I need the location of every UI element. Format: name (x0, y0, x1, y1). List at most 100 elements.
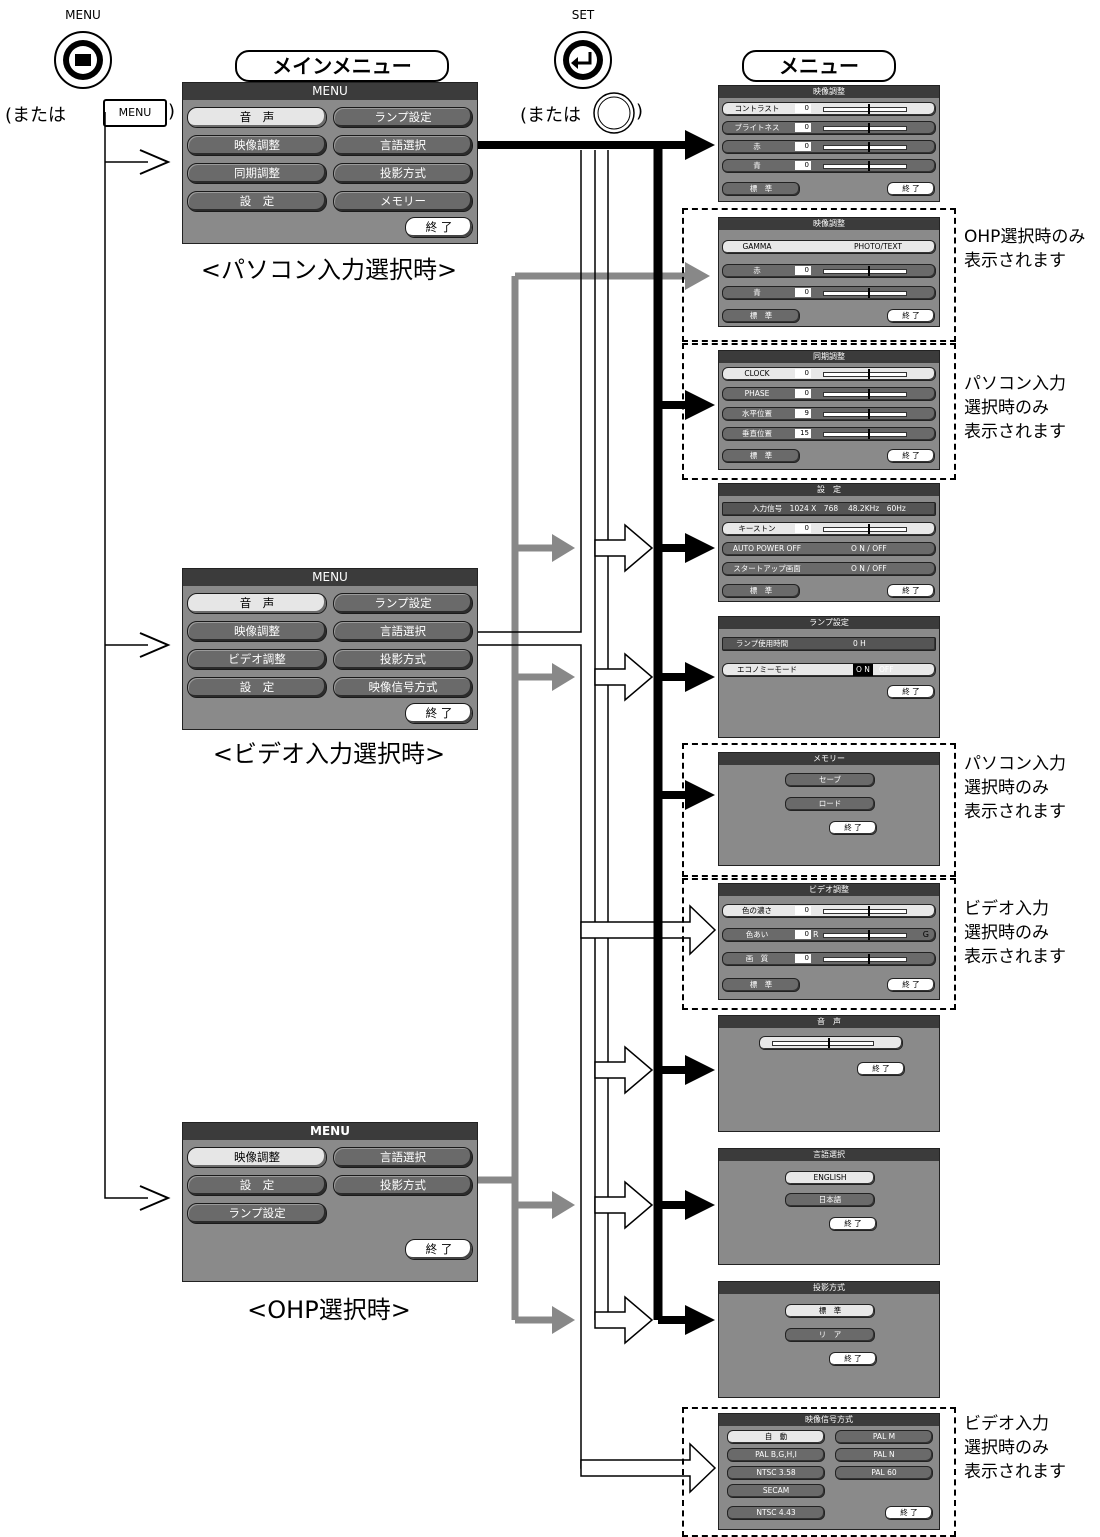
set-button-icon (554, 31, 612, 89)
reset-button[interactable]: 標 準 (722, 449, 800, 463)
end-button[interactable]: 終 了 (405, 703, 473, 724)
menu-item[interactable]: 言語選択 (333, 621, 473, 642)
menu-item[interactable]: 投影方式 (333, 1175, 473, 1196)
end-button[interactable]: 終 了 (857, 1062, 905, 1076)
slider-thumb[interactable] (868, 123, 870, 133)
menu-item[interactable]: 投影方式 (333, 163, 473, 184)
projection-option[interactable]: 標 準 (785, 1304, 875, 1318)
menu-item[interactable]: ビデオ調整 (187, 649, 327, 670)
signal-option[interactable]: PAL N (835, 1448, 933, 1462)
menu-item[interactable]: 映像調整 (187, 1147, 327, 1168)
signal-option[interactable]: NTSC 3.58 (727, 1466, 825, 1480)
end-button[interactable]: 終 了 (829, 1217, 877, 1231)
menu-branch-arrow-video (139, 632, 171, 658)
end-button[interactable]: 終 了 (829, 821, 877, 835)
menu-item[interactable]: 設 定 (187, 1175, 327, 1196)
reset-button[interactable]: 標 準 (722, 584, 800, 598)
slider-thumb[interactable] (868, 266, 870, 276)
slider-thumb[interactable] (868, 930, 870, 940)
slider-thumb[interactable] (868, 369, 870, 379)
menu-item[interactable]: ランプ設定 (187, 1203, 327, 1224)
ohp-arrow-2 (552, 534, 575, 562)
slider-thumb[interactable] (868, 906, 870, 916)
signal-option[interactable]: NTSC 4.43 (727, 1506, 825, 1520)
end-button[interactable]: 終 了 (887, 584, 935, 598)
menu-item[interactable]: 映像調整 (187, 621, 327, 642)
menu-item[interactable]: 映像調整 (187, 135, 327, 156)
signal-option[interactable]: SECAM (727, 1484, 825, 1498)
reset-button[interactable]: 標 準 (722, 309, 800, 323)
menu-item[interactable]: 投影方式 (333, 649, 473, 670)
pc-arrow-5 (685, 780, 715, 810)
menu-item[interactable]: ランプ設定 (333, 593, 473, 614)
slider-thumb[interactable] (828, 1038, 830, 1048)
end-button[interactable]: 終 了 (887, 309, 935, 323)
slider-thumb[interactable] (868, 142, 870, 152)
eco-off-option[interactable]: OFF (879, 665, 894, 674)
menu-item[interactable]: 設 定 (187, 191, 327, 212)
end-button[interactable]: 終 了 (887, 449, 935, 463)
slider-value: 0 (795, 161, 811, 170)
slider-thumb[interactable] (868, 429, 870, 439)
menu-key[interactable]: MENU (103, 99, 167, 127)
eco-on-option[interactable]: O N (853, 664, 873, 676)
menu-item[interactable]: 設 定 (187, 677, 327, 698)
slider-thumb[interactable] (868, 288, 870, 298)
load-button[interactable]: ロード (785, 797, 875, 811)
signal-option[interactable]: PAL 60 (835, 1466, 933, 1480)
slider-thumb[interactable] (868, 524, 870, 534)
end-button[interactable]: 終 了 (887, 978, 935, 992)
ohp-arrow-3 (552, 663, 575, 691)
end-button[interactable]: 終 了 (887, 685, 935, 699)
volume-slider[interactable] (759, 1036, 903, 1050)
slider-thumb[interactable] (868, 389, 870, 399)
menu-item[interactable]: 同期調整 (187, 163, 327, 184)
save-button[interactable]: セーブ (785, 773, 875, 787)
language-option[interactable]: 日本語 (785, 1193, 875, 1207)
menu-item[interactable]: 音 声 (187, 107, 327, 128)
slider-thumb[interactable] (868, 409, 870, 419)
submenu-title: 同期調整 (719, 351, 939, 363)
end-button[interactable]: 終 了 (405, 1239, 473, 1260)
menu-item[interactable]: 言語選択 (333, 1147, 473, 1168)
end-button[interactable]: 終 了 (885, 1506, 933, 1520)
projection-option[interactable]: リ ア (785, 1328, 875, 1342)
slider-thumb[interactable] (868, 954, 870, 964)
reset-button[interactable]: 標 準 (722, 182, 800, 196)
signal-option[interactable]: 自 動 (727, 1430, 825, 1444)
menu-item[interactable]: 映像信号方式 (333, 677, 473, 698)
reset-button[interactable]: 標 準 (722, 978, 800, 992)
slider-thumb[interactable] (868, 104, 870, 114)
slider-track (823, 107, 907, 112)
menu-item[interactable]: ランプ設定 (333, 107, 473, 128)
end-button[interactable]: 終 了 (887, 182, 935, 196)
end-button[interactable]: 終 了 (829, 1352, 877, 1366)
end-button[interactable]: 終 了 (405, 217, 473, 238)
signal-option[interactable]: PAL M (835, 1430, 933, 1444)
slider-thumb[interactable] (868, 161, 870, 171)
language-option[interactable]: ENGLISH (785, 1171, 875, 1185)
menu-item[interactable]: メモリー (333, 191, 473, 212)
menu-item[interactable]: 音 声 (187, 593, 327, 614)
slider-value: 0 (795, 524, 811, 533)
signal-option[interactable]: PAL B,G,H,I (727, 1448, 825, 1462)
menu-item[interactable]: 言語選択 (333, 135, 473, 156)
